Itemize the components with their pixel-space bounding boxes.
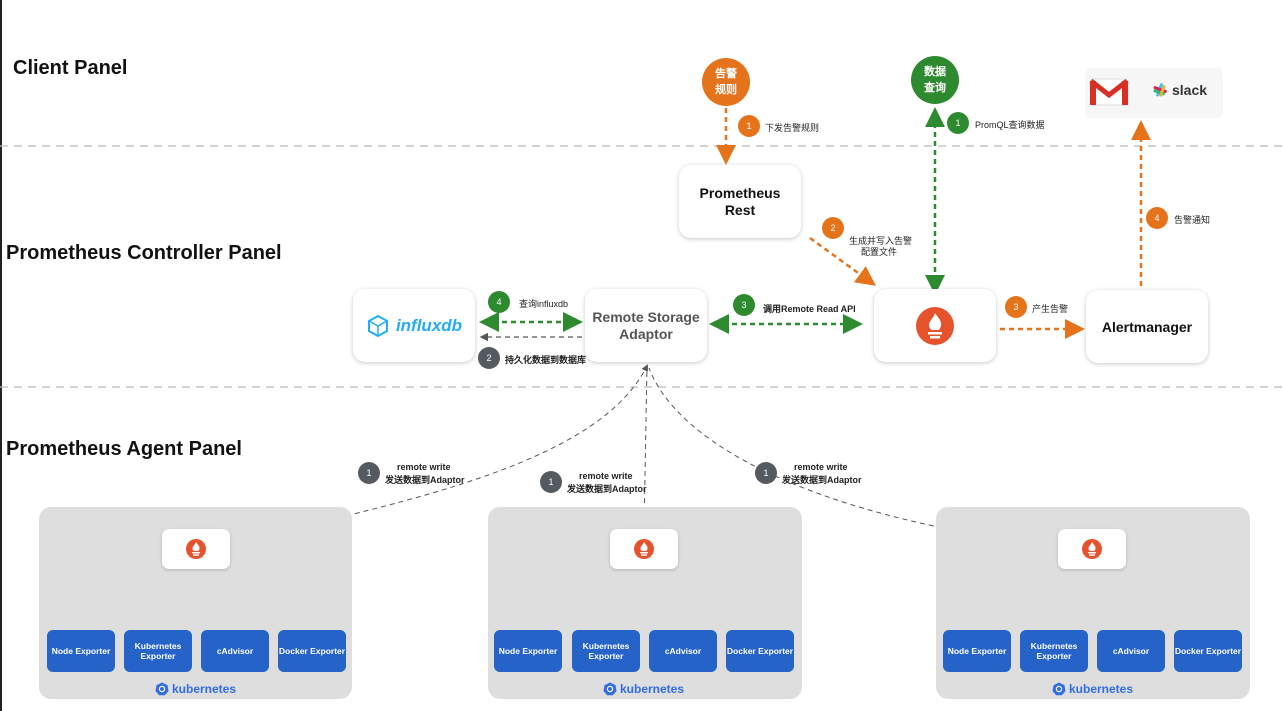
influxdb-icon [367, 314, 388, 337]
step-label-persist: 持久化数据到数据库 [505, 355, 587, 365]
exporter-docker: Docker Exporter [1174, 630, 1242, 672]
influxdb-card: influxdb [353, 289, 475, 362]
step-label-generate-rules-2: 配置文件 [861, 247, 898, 257]
step-label-deliver-rules: 下发告警规则 [765, 123, 820, 133]
prometheus-icon [1082, 539, 1102, 559]
client-panel-title: Client Panel [13, 57, 128, 79]
step-label-generate-rules-1: 生成并写入告警 [849, 236, 913, 246]
exporter-kubernetes: Kubernetes Exporter [124, 630, 192, 672]
step-badge-alert-notify: 4 [1146, 207, 1168, 229]
agent-prometheus-2 [610, 529, 678, 569]
exporter-cadvisor: cAdvisor [1097, 630, 1165, 672]
step-badge-deliver-rules: 1 [738, 115, 760, 137]
slack-icon [1153, 83, 1167, 97]
step-badge-promql: 1 [947, 112, 969, 134]
alertmanager-card: Alertmanager [1086, 290, 1208, 363]
influxdb-label: influxdb [395, 315, 463, 335]
kubernetes-icon [1052, 682, 1066, 696]
kubernetes-brand-3: kubernetes [1052, 682, 1133, 696]
exporter-cadvisor: cAdvisor [201, 630, 269, 672]
data-query-node: 数据查询 [911, 56, 959, 104]
step-badge-produce-alert: 3 [1005, 296, 1027, 318]
step-badge-remote-read: 3 [733, 294, 755, 316]
kubernetes-label: kubernetes [172, 682, 237, 696]
step-label-remote-write-2a: remote write [579, 471, 633, 481]
step-label-query-influx: 查询influxdb [519, 299, 569, 309]
prometheus-rest-label: Prometheus Rest [699, 184, 781, 218]
step-label-remote-read: 调用Remote Read API [763, 304, 856, 314]
exporter-docker: Docker Exporter [726, 630, 794, 672]
step-badge-remote-write-3: 1 [755, 462, 777, 484]
exporter-docker: Docker Exporter [278, 630, 346, 672]
step-label-remote-write-1a: remote write [397, 462, 451, 472]
prometheus-icon [916, 306, 954, 345]
controller-panel-title: Prometheus Controller Panel [6, 242, 282, 264]
exporter-node: Node Exporter [47, 630, 115, 672]
step-badge-query-influx: 4 [488, 291, 510, 313]
alertmanager-label: Alertmanager [1101, 318, 1193, 335]
exporter-node: Node Exporter [494, 630, 562, 672]
kubernetes-icon [155, 682, 169, 696]
step-label-alert-notify: 告警通知 [1174, 215, 1211, 225]
agent-prometheus-1 [162, 529, 230, 569]
exporter-node: Node Exporter [943, 630, 1011, 672]
slack-logo: slack [1152, 82, 1207, 98]
step-label-remote-write-1b: 发送数据到Adaptor [385, 475, 465, 485]
remote-storage-adaptor-label: Remote Storage Adaptor [592, 308, 700, 342]
prometheus-rest-card: Prometheus Rest [679, 165, 801, 238]
exporter-kubernetes: Kubernetes Exporter [1020, 630, 1088, 672]
prometheus-icon [186, 539, 206, 559]
prometheus-server-card [874, 289, 996, 362]
step-label-remote-write-2b: 发送数据到Adaptor [567, 484, 647, 494]
kubernetes-brand-1: kubernetes [155, 682, 236, 696]
kubernetes-brand-2: kubernetes [603, 682, 684, 696]
step-badge-remote-write-2: 1 [540, 471, 562, 493]
step-badge-remote-write-1: 1 [358, 462, 380, 484]
slack-label: slack [1172, 82, 1208, 98]
influxdb-logo: influxdb [366, 314, 462, 338]
exporter-cadvisor: cAdvisor [649, 630, 717, 672]
step-label-remote-write-3a: remote write [794, 462, 848, 472]
remote-storage-adaptor-card: Remote Storage Adaptor [585, 289, 707, 362]
kubernetes-label: kubernetes [1069, 682, 1134, 696]
step-label-remote-write-3b: 发送数据到Adaptor [782, 475, 862, 485]
exporter-kubernetes: Kubernetes Exporter [572, 630, 640, 672]
prometheus-icon [634, 539, 654, 559]
agent-prometheus-3 [1058, 529, 1126, 569]
left-border [0, 0, 2, 711]
agent-panel-title: Prometheus Agent Panel [6, 438, 242, 460]
kubernetes-icon [603, 682, 617, 696]
gmail-icon [1089, 78, 1129, 106]
kubernetes-label: kubernetes [620, 682, 685, 696]
step-label-produce-alert: 产生告警 [1032, 304, 1069, 314]
step-badge-generate-rules: 2 [822, 217, 844, 239]
step-badge-persist: 2 [478, 347, 500, 369]
step-label-promql: PromQL查询数据 [975, 120, 1045, 130]
alert-rules-node: 告警规则 [702, 58, 750, 106]
